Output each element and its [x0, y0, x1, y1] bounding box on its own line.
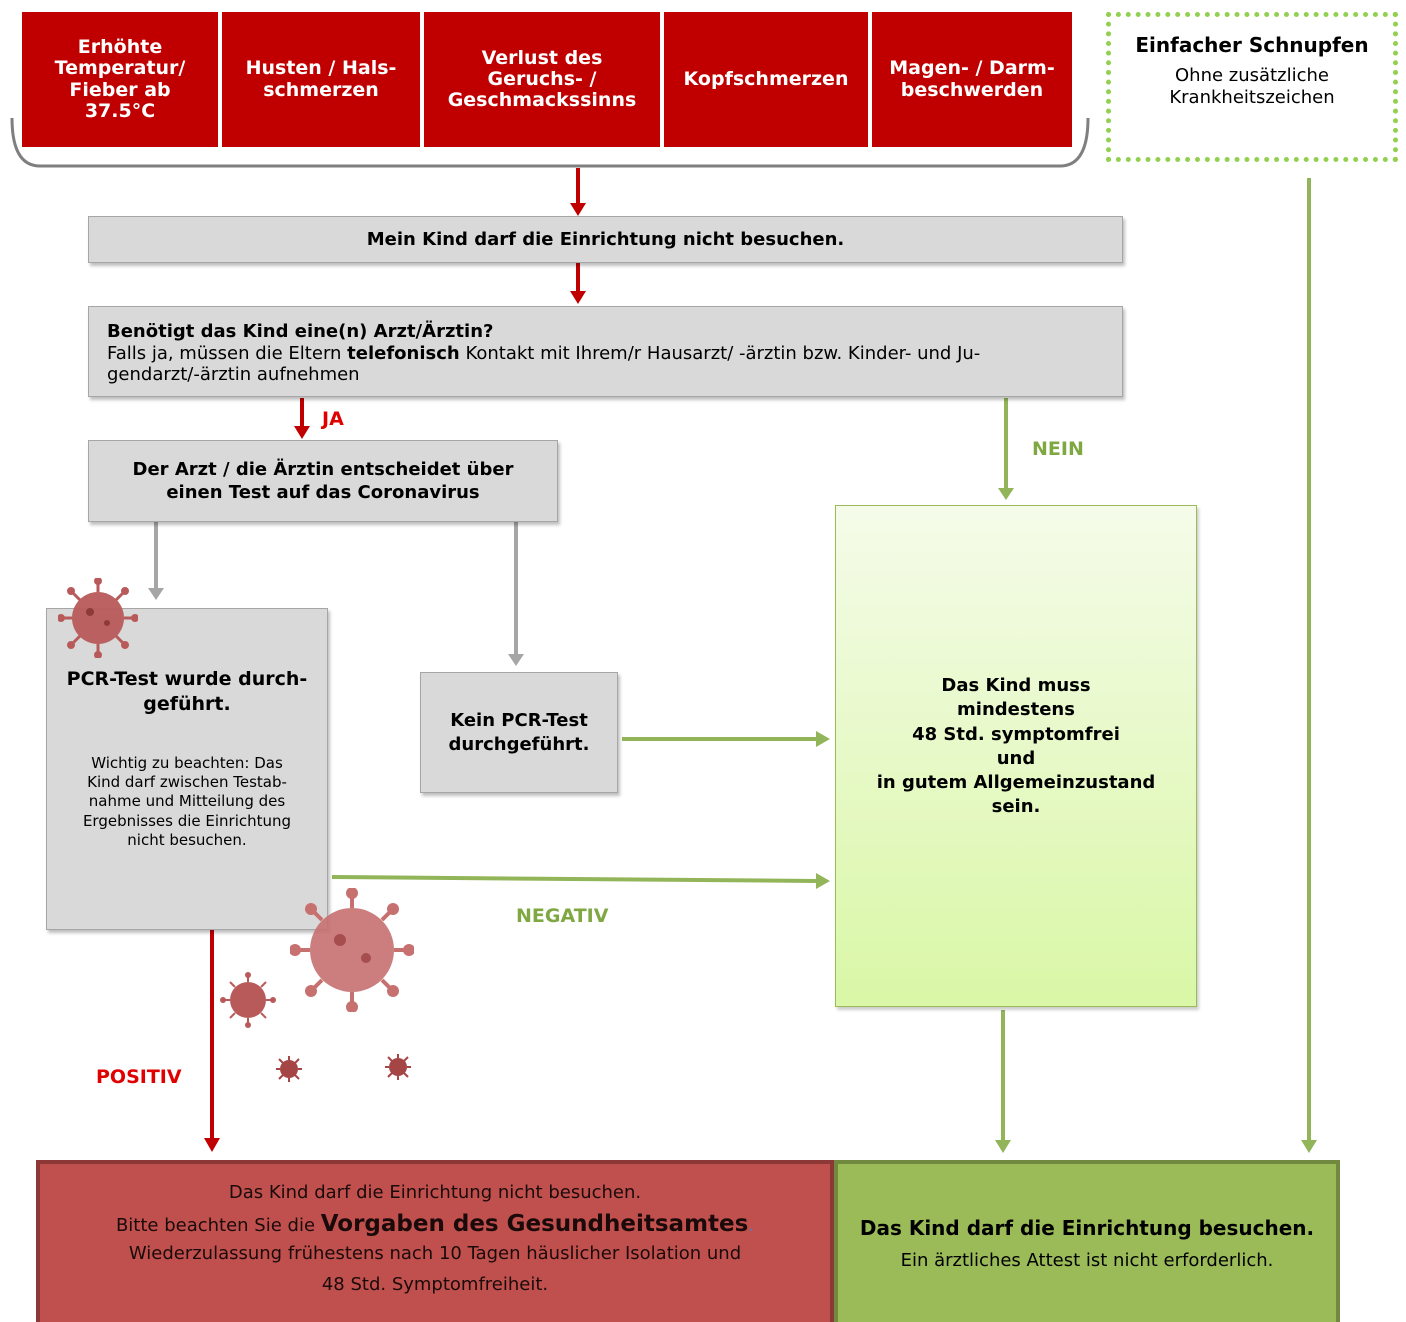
result-not-allowed-line2-before: Bitte beachten Sie die	[115, 1215, 321, 1236]
result-allowed-box: Das Kind darf die Einrichtung besuchen. …	[834, 1160, 1340, 1322]
result-allowed-title: Das Kind darf die Einrichtung besuchen.	[859, 1216, 1315, 1240]
symptom-cough: Husten / Hals- schmerzen	[222, 12, 420, 147]
virus-icon-small-1	[276, 1056, 302, 1082]
step-no-attendance: Mein Kind darf die Einrichtung nicht bes…	[88, 216, 1123, 263]
virus-icon-large-top	[58, 578, 138, 658]
health-office-guidelines: Vorgaben des Gesundheitsamtes	[320, 1211, 749, 1237]
pcr-done-note: Wichtig zu beachten: Das Kind darf zwisc…	[82, 754, 292, 849]
label-nein: NEIN	[1032, 438, 1084, 460]
doctor-needed-question: Benötigt das Kind eine(n) Arzt/Ärztin?	[107, 321, 494, 342]
arrow-negativ	[331, 875, 819, 883]
label-ja: JA	[322, 408, 344, 430]
pcr-done-title: PCR-Test wurde durch- geführt.	[66, 668, 308, 715]
symptom-stomach: Magen- / Darm- beschwerden	[872, 12, 1072, 147]
symptom-smell-taste: Verlust des Geruchs- / Geschmackssinns	[424, 12, 660, 147]
symptom-fever: Erhöhte Temperatur/ Fieber ab 37.5°C	[22, 12, 218, 147]
virus-icon-medium	[220, 972, 276, 1028]
step-doctor-needed: Benötigt das Kind eine(n) Arzt/Ärztin? F…	[88, 306, 1123, 397]
doctor-needed-text-after: Kontakt mit Ihrem/r Hausarzt/ -ärztin bz…	[107, 342, 981, 386]
common-cold-subtitle: Ohne zusätzliche Krankheitszeichen	[1169, 65, 1335, 108]
symptom-bracket	[10, 117, 1090, 168]
no-pcr-box: Kein PCR-Test durchgeführt.	[420, 672, 618, 793]
result-not-allowed-line4: 48 Std. Symptomfreiheit.	[321, 1274, 549, 1295]
virus-icon-large	[290, 888, 414, 1012]
doctor-needed-text-before: Falls ja, müssen die Eltern	[107, 342, 348, 364]
label-positiv: POSITIV	[96, 1066, 182, 1088]
symptom-free-box: Das Kind muss mindestens 48 Std. symptom…	[835, 505, 1197, 1007]
result-not-allowed-line2-after: .	[748, 1215, 755, 1236]
doctor-decides-box: Der Arzt / die Ärztin entscheidet über e…	[88, 440, 558, 522]
result-not-allowed-line2: Bitte beachten Sie die Vorgaben des Gesu…	[40, 1211, 830, 1237]
result-not-allowed-box: Das Kind darf die Einrichtung nicht besu…	[36, 1160, 834, 1322]
common-cold-box: Einfacher Schnupfen Ohne zusätzliche Kra…	[1106, 12, 1398, 162]
result-not-allowed-line1: Das Kind darf die Einrichtung nicht besu…	[228, 1182, 642, 1203]
symptom-headache: Kopfschmerzen	[664, 12, 868, 147]
doctor-needed-text-bold: telefonisch	[347, 342, 460, 364]
doctor-needed-text: Falls ja, müssen die Eltern telefonisch …	[107, 343, 1104, 386]
result-allowed-subtitle: Ein ärztliches Attest ist nicht erforder…	[900, 1250, 1274, 1271]
common-cold-title: Einfacher Schnupfen	[1135, 33, 1369, 57]
label-negativ: NEGATIV	[516, 905, 609, 927]
pcr-done-box: PCR-Test wurde durch- geführt. Wichtig z…	[46, 608, 328, 930]
virus-icon-small-2	[385, 1054, 411, 1080]
result-not-allowed-line3: Wiederzulassung frühestens nach 10 Tagen…	[128, 1243, 742, 1264]
